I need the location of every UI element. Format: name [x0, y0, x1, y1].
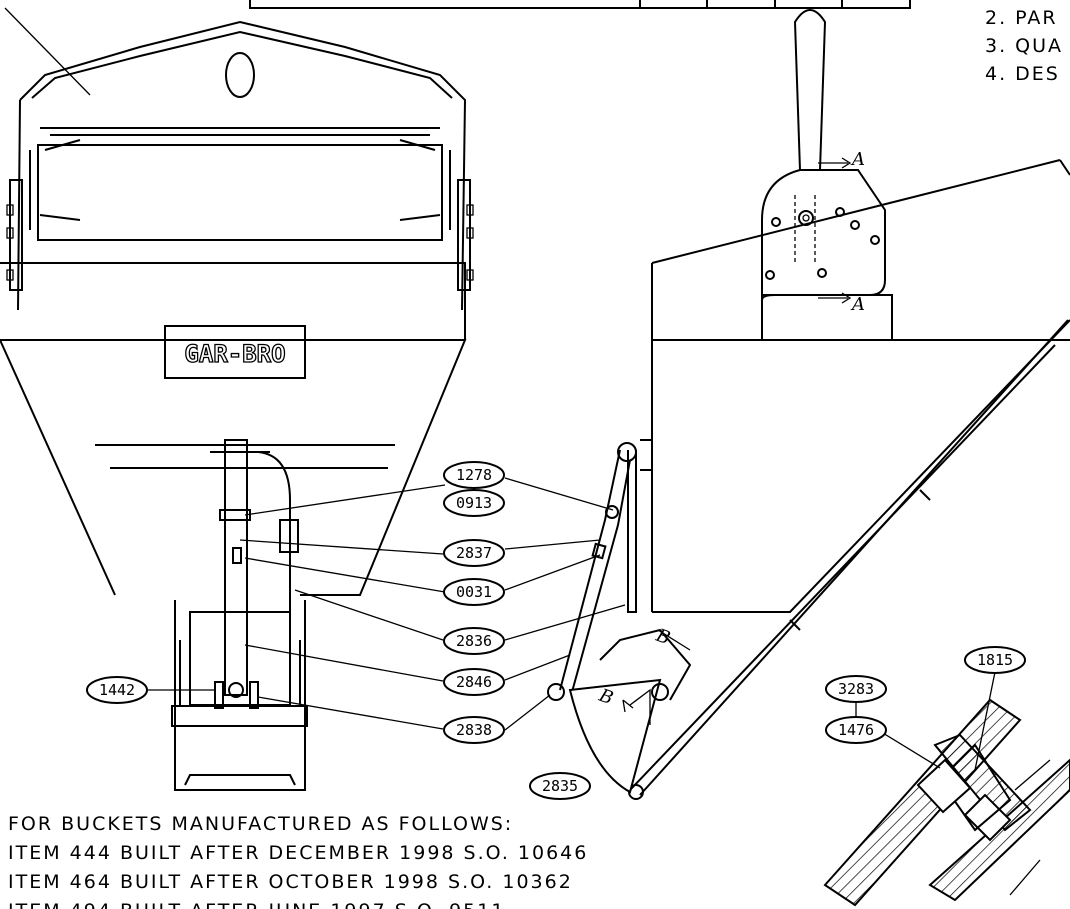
callout-1815: 1815: [964, 646, 1026, 674]
logo-plate: [164, 325, 306, 379]
svg-text:0913: 0913: [456, 494, 492, 512]
callout-0913: 0913: [443, 489, 505, 517]
svg-text:2837: 2837: [456, 544, 492, 562]
callout-2835: 2835: [529, 772, 591, 800]
callout-1278: 1278: [443, 461, 505, 489]
callout-1442: 1442: [86, 676, 148, 704]
callout-2837: 2837: [443, 539, 505, 567]
bolt-detail-section: [823, 698, 1070, 907]
callout-0031: 0031: [443, 578, 505, 606]
title-block-strip: [249, 0, 911, 9]
section-b-lower: B: [595, 685, 616, 710]
svg-text:1278: 1278: [456, 466, 492, 484]
bucket-front-view: GAR-BRO: [0, 7, 474, 791]
note-line-heading: FOR BUCKETS MANUFACTURED AS FOLLOWS:: [8, 813, 513, 835]
callout-2836: 2836: [443, 627, 505, 655]
note-line-item-464: ITEM 464 BUILT AFTER OCTOBER 1998 S.O. 1…: [8, 871, 573, 893]
svg-text:1476: 1476: [838, 721, 874, 739]
note-4: 4. DES: [985, 63, 1060, 85]
svg-text:0031: 0031: [456, 583, 492, 601]
svg-text:1815: 1815: [977, 651, 1013, 669]
note-3: 3. QUA: [985, 35, 1063, 57]
callout-2846: 2846: [443, 668, 505, 696]
callout-2838: 2838: [443, 716, 505, 744]
svg-text:2846: 2846: [456, 673, 492, 691]
logo-text: GAR-BRO: [184, 340, 285, 368]
section-b-upper: B: [652, 625, 673, 650]
notes-list: 2. PAR 3. QUA 4. DES: [985, 7, 1063, 85]
manufacturing-note: FOR BUCKETS MANUFACTURED AS FOLLOWS: ITE…: [8, 813, 588, 909]
note-2: 2. PAR: [985, 7, 1058, 29]
callout-leaders: [148, 477, 996, 771]
svg-text:2836: 2836: [456, 632, 492, 650]
bucket-side-view: A A B B: [547, 9, 1070, 800]
section-a-bottom: A: [850, 294, 865, 315]
svg-text:3283: 3283: [838, 680, 874, 698]
leader-line: [4, 7, 91, 96]
note-line-item-494: ITEM 494 BUILT AFTER JUNE 1997 S.O. 9511: [8, 900, 505, 909]
note-line-item-444: ITEM 444 BUILT AFTER DECEMBER 1998 S.O. …: [8, 842, 588, 864]
svg-text:2838: 2838: [456, 721, 492, 739]
callout-3283: 3283: [825, 675, 887, 703]
svg-text:1442: 1442: [99, 681, 135, 699]
section-a-top: A: [850, 149, 865, 170]
svg-text:2835: 2835: [542, 777, 578, 795]
callout-1476: 1476: [825, 716, 887, 744]
